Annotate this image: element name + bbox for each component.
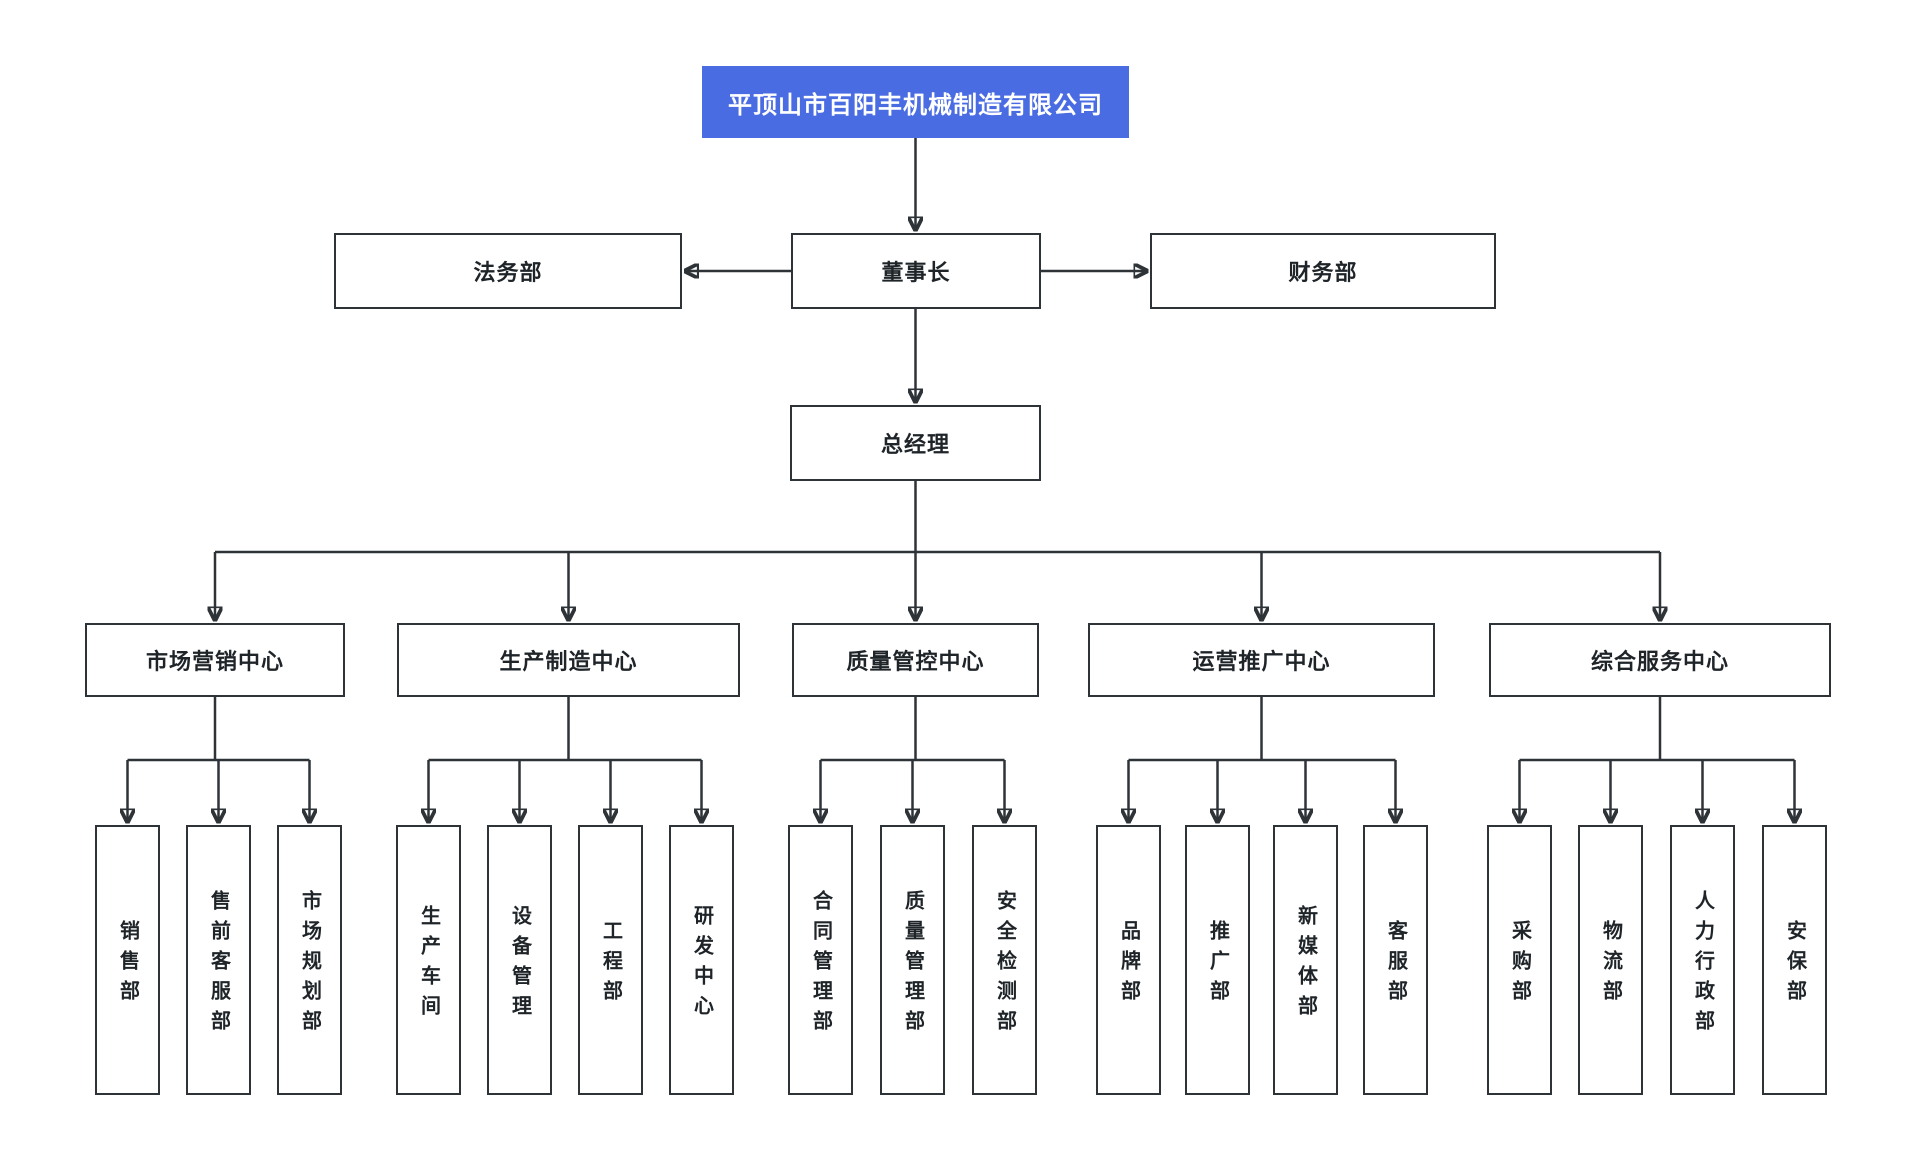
center-box-operations: 运营推广中心: [1088, 623, 1435, 697]
connector-services-center-depts: [1520, 697, 1795, 821]
dept-box-security: 安保部: [1762, 825, 1827, 1095]
connector-quality-center-depts: [821, 697, 1005, 821]
dept-box-equipment-management: 设备管理: [487, 825, 552, 1095]
dept-market-planning-label: 市场规划部: [298, 890, 321, 1040]
dept-hr-admin-label: 人力行政部: [1691, 890, 1714, 1040]
center-box-marketing: 市场营销中心: [85, 623, 345, 697]
dept-box-promotion: 推广部: [1185, 825, 1250, 1095]
dept-box-procurement: 采购部: [1487, 825, 1552, 1095]
chairman-box: 董事长: [791, 233, 1041, 309]
general-manager-box: 总经理: [790, 405, 1041, 481]
dept-box-hr-admin: 人力行政部: [1670, 825, 1735, 1095]
dept-box-rnd-center: 研发中心: [669, 825, 734, 1095]
dept-box-customer-service: 客服部: [1363, 825, 1428, 1095]
company-label: 平顶山市百阳丰机械制造有限公司: [728, 91, 1103, 119]
dept-box-presales-service: 售前客服部: [186, 825, 251, 1095]
chairman-label: 董事长: [881, 260, 951, 285]
center-quality-label: 质量管控中心: [846, 649, 985, 674]
dept-box-engineering: 工程部: [578, 825, 643, 1095]
dept-security-label: 安保部: [1783, 920, 1806, 1010]
center-marketing-label: 市场营销中心: [145, 649, 284, 674]
dept-procurement-label: 采购部: [1508, 920, 1531, 1010]
dept-production-workshop-label: 生产车间: [417, 905, 440, 1025]
connector-production-center-depts: [429, 697, 702, 821]
dept-sales-label: 销售部: [116, 920, 139, 1010]
center-box-general-services: 综合服务中心: [1489, 623, 1831, 697]
dept-quality-management-label: 质量管理部: [901, 890, 924, 1040]
dept-box-logistics: 物流部: [1578, 825, 1643, 1095]
dept-promotion-label: 推广部: [1206, 920, 1229, 1010]
general-manager-label: 总经理: [880, 432, 950, 457]
company-box: 平顶山市百阳丰机械制造有限公司: [702, 66, 1129, 138]
legal-dept-box: 法务部: [334, 233, 682, 309]
dept-safety-inspection-label: 安全检测部: [993, 890, 1016, 1040]
dept-box-production-workshop: 生产车间: [396, 825, 461, 1095]
center-box-quality: 质量管控中心: [792, 623, 1039, 697]
center-operations-label: 运营推广中心: [1192, 649, 1331, 674]
dept-box-contract-management: 合同管理部: [788, 825, 853, 1095]
dept-brand-label: 品牌部: [1117, 920, 1140, 1010]
dept-box-new-media: 新媒体部: [1273, 825, 1338, 1095]
legal-dept-label: 法务部: [473, 260, 543, 285]
dept-engineering-label: 工程部: [599, 920, 622, 1010]
connector-marketing-center-depts: [128, 697, 310, 821]
dept-customer-service-label: 客服部: [1384, 920, 1407, 1010]
center-production-label: 生产制造中心: [499, 649, 638, 674]
dept-logistics-label: 物流部: [1599, 920, 1622, 1010]
center-box-production: 生产制造中心: [397, 623, 740, 697]
dept-box-brand: 品牌部: [1096, 825, 1161, 1095]
dept-new-media-label: 新媒体部: [1294, 905, 1317, 1025]
center-general-services-label: 综合服务中心: [1590, 649, 1729, 674]
connector-operations-center-depts: [1129, 697, 1396, 821]
dept-rnd-center-label: 研发中心: [690, 905, 713, 1025]
dept-box-quality-management: 质量管理部: [880, 825, 945, 1095]
dept-box-safety-inspection: 安全检测部: [972, 825, 1037, 1095]
dept-presales-service-label: 售前客服部: [207, 890, 230, 1040]
dept-equipment-management-label: 设备管理: [508, 905, 531, 1025]
dept-box-sales: 销售部: [95, 825, 160, 1095]
finance-dept-box: 财务部: [1150, 233, 1496, 309]
dept-contract-management-label: 合同管理部: [809, 890, 832, 1040]
connector-gm-to-centers: [215, 481, 1660, 619]
dept-box-market-planning: 市场规划部: [277, 825, 342, 1095]
finance-dept-label: 财务部: [1288, 260, 1358, 285]
